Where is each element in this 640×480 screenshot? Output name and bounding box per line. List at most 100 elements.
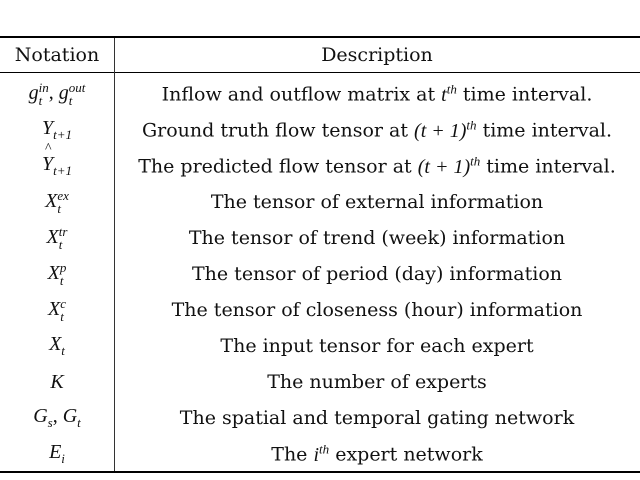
description-text: The tensor of external information (210, 191, 544, 213)
superscript: th (319, 441, 330, 457)
superscript: out (68, 80, 86, 95)
header-description: Description (321, 44, 433, 66)
math-symbol: Ei (49, 441, 65, 466)
subscript: t (68, 93, 73, 108)
description-cell: The tensor of period (day) information (114, 263, 640, 285)
table-row: Xt The input tensor for each expert (0, 328, 640, 364)
math-symbol: K (50, 371, 63, 393)
description-text: The predicted flow tensor at (138, 155, 418, 178)
superscript: p (59, 260, 67, 275)
table-row: Yt+1 The predicted flow tensor at (t + 1)… (0, 141, 640, 184)
symbol-base: g (58, 81, 69, 104)
description-cell: The ith expert network (114, 441, 640, 467)
subscript: s (47, 415, 53, 430)
symbol-base: X (49, 333, 62, 355)
subscript: t+1 (53, 127, 72, 142)
description-text: The tensor of closeness (hour) informati… (171, 299, 583, 321)
description-cell: The tensor of trend (week) information (114, 227, 640, 249)
description-text: The input tensor for each expert (220, 335, 534, 357)
math-symbol: tth (441, 81, 457, 106)
description-text: Inflow and outflow matrix at (161, 83, 442, 106)
symbol-base: E (49, 441, 62, 463)
description-text: Ground truth flow tensor at (141, 119, 415, 142)
symbol-base: X (48, 297, 61, 320)
column-divider (114, 38, 116, 471)
description-cell: Inflow and outflow matrix at tth time in… (114, 81, 640, 107)
description-cell: Ground truth flow tensor at (t + 1)th ti… (114, 117, 640, 143)
header-rule (0, 72, 640, 74)
notation-cell: K (0, 371, 114, 394)
math-symbol: Xt (49, 333, 65, 358)
description-text: The number of experts (267, 371, 487, 393)
header-row: Notation Description (0, 37, 640, 73)
subscript: t (59, 273, 64, 288)
notation-cell: Yt+1 (0, 141, 114, 179)
separator: , (48, 81, 59, 104)
subscript: t+1 (53, 163, 72, 178)
symbol-base: K (50, 370, 64, 393)
subscript: i (61, 451, 65, 466)
description-text: The (271, 443, 314, 466)
description-cell: The number of experts (114, 371, 640, 393)
symbol-base: (t + 1) (417, 155, 471, 178)
notation-cell: Gs, Gt (0, 405, 114, 431)
description-cell: The predicted flow tensor at (t + 1)th t… (114, 153, 640, 179)
top-rule (0, 36, 640, 38)
subscript: t (60, 309, 64, 324)
symbol-base: X (46, 225, 59, 248)
superscript: th (446, 81, 457, 97)
symbol-base: G (33, 405, 48, 427)
description-text: expert network (329, 443, 483, 466)
notation-cell: Yt+1 (0, 117, 114, 143)
description-cell: The tensor of closeness (hour) informati… (114, 299, 640, 321)
symbol-base: X (47, 261, 60, 284)
subscript: t (38, 93, 43, 108)
symbol-base: i (313, 443, 320, 466)
description-text: time interval. (480, 155, 616, 178)
symbol-base: Y (42, 141, 53, 176)
subscript: t (57, 201, 61, 216)
math-symbol: (t + 1)th (414, 117, 477, 142)
math-symbol: Yt+1 (41, 117, 72, 142)
symbol-base: G (62, 405, 78, 427)
superscript: tr (58, 224, 68, 239)
description-cell: The input tensor for each expert (114, 335, 640, 357)
symbol-base: Y (41, 117, 54, 139)
superscript: th (470, 153, 481, 169)
symbol-base: X (45, 189, 58, 212)
superscript: th (466, 117, 477, 133)
math-symbol: Gs (33, 405, 53, 430)
subscript: t (77, 415, 81, 430)
description-text: time interval. (456, 83, 593, 106)
subscript: t (58, 237, 63, 252)
math-symbol: Gt (62, 405, 81, 430)
description-cell: The tensor of external information (114, 191, 640, 213)
header-notation: Notation (14, 44, 100, 66)
symbol-base: g (28, 81, 39, 104)
separator: , (52, 405, 63, 427)
superscript: c (60, 296, 66, 311)
math-symbol: Yt+1 (42, 141, 72, 178)
superscript: ex (57, 188, 69, 203)
math-symbol: (t + 1)th (417, 153, 481, 178)
symbol-base: t (441, 83, 447, 106)
